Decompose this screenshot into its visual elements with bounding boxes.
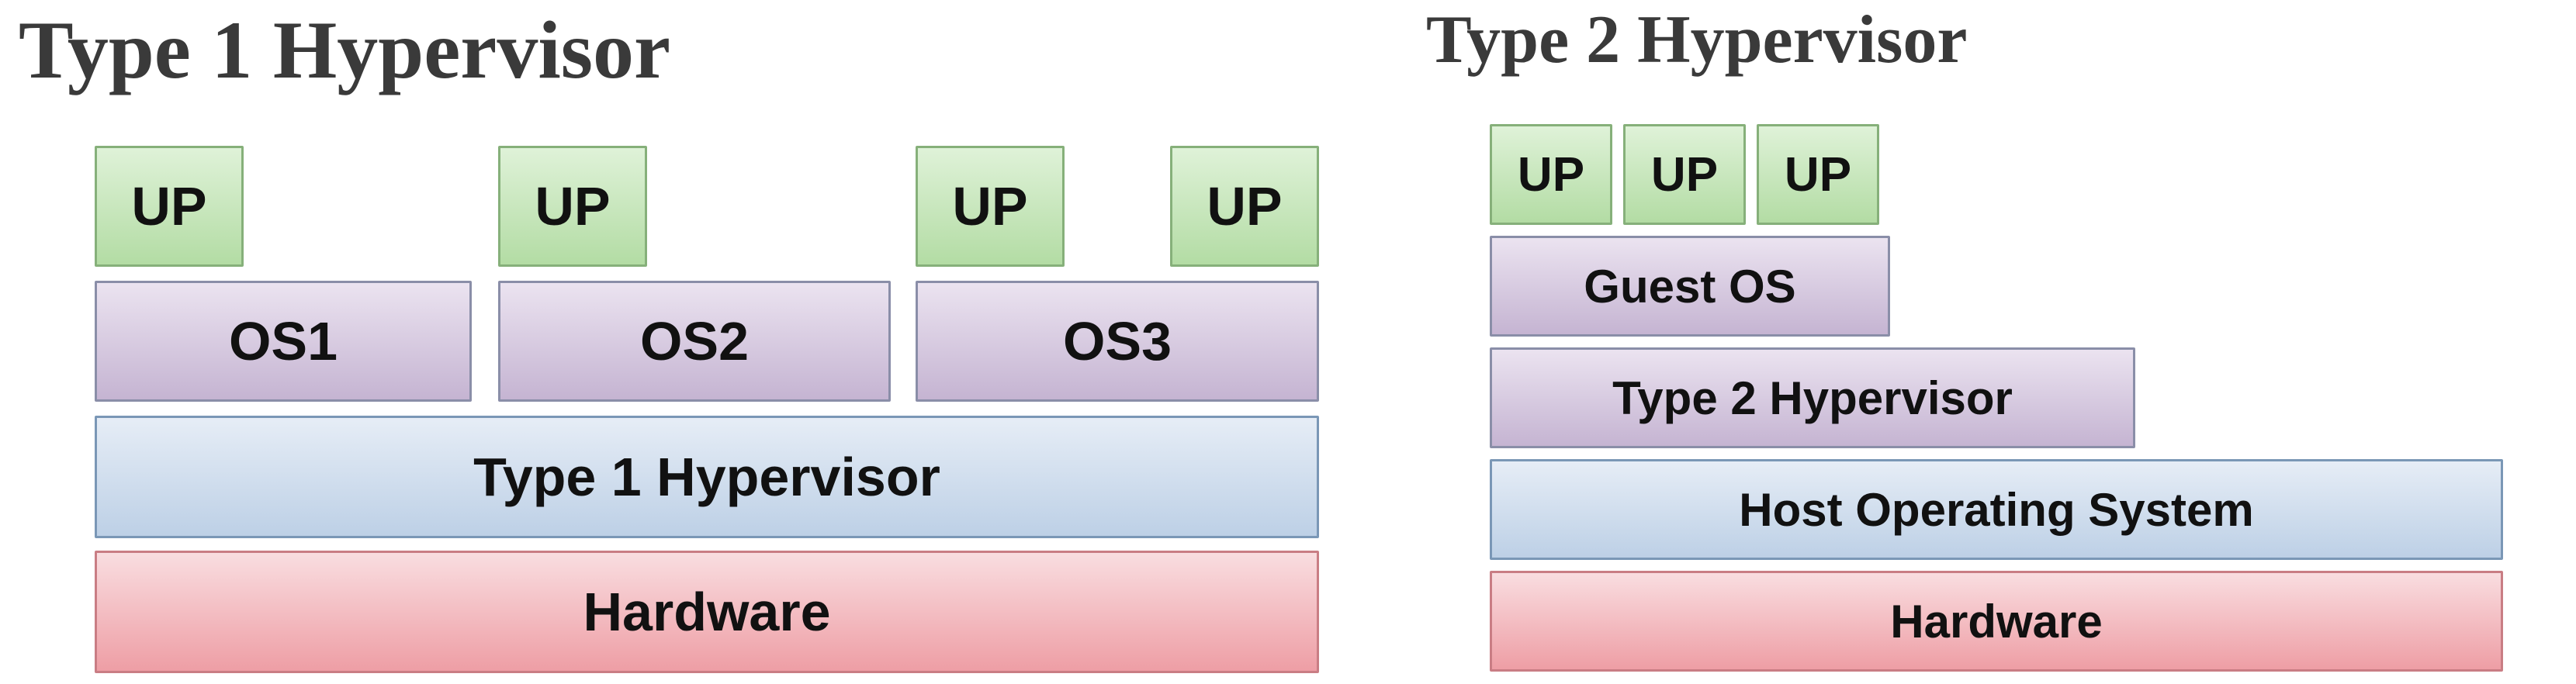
type1-os2-box: OS2 xyxy=(498,281,891,402)
type2-title: Type 2 Hypervisor xyxy=(1426,2,1968,78)
type1-hypervisor-box: Type 1 Hypervisor xyxy=(95,416,1319,538)
type2-guest-os-box: Guest OS xyxy=(1490,236,1890,337)
type2-hypervisor-box: Type 2 Hypervisor xyxy=(1490,347,2135,448)
type1-hardware-box: Hardware xyxy=(95,551,1319,673)
type1-up-box-3: UP xyxy=(916,146,1065,267)
type1-title: Type 1 Hypervisor xyxy=(19,5,671,95)
type2-up-box-1: UP xyxy=(1490,124,1612,225)
type1-os1-box: OS1 xyxy=(95,281,472,402)
type2-up-box-2: UP xyxy=(1623,124,1746,225)
type2-up-box-3: UP xyxy=(1757,124,1879,225)
type1-up-box-4: UP xyxy=(1170,146,1319,267)
type2-hardware-box: Hardware xyxy=(1490,571,2503,672)
type1-up-box-1: UP xyxy=(95,146,244,267)
type1-up-box-2: UP xyxy=(498,146,647,267)
type2-host-os-box: Host Operating System xyxy=(1490,459,2503,560)
type1-os3-box: OS3 xyxy=(916,281,1319,402)
